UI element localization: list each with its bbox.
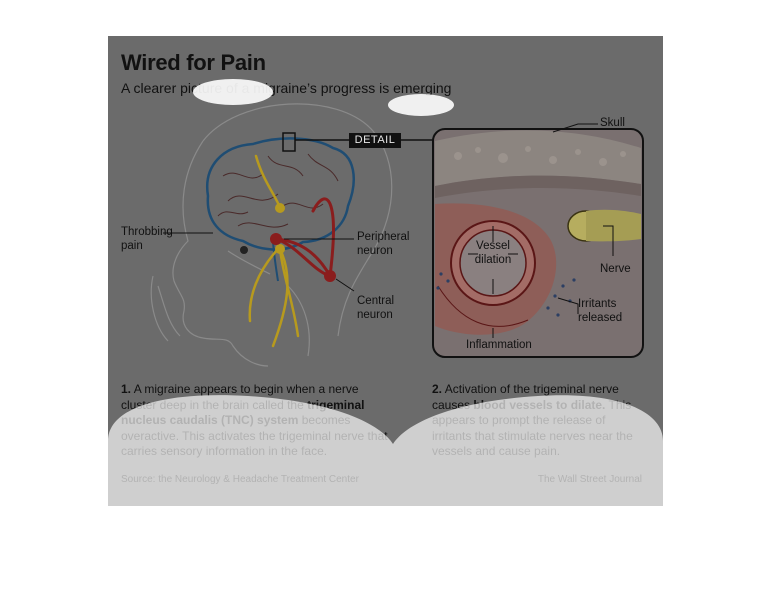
caption-step-2-number: 2. <box>432 382 443 396</box>
head-sketch <box>150 103 393 367</box>
caption-step-1-number: 1. <box>121 382 132 396</box>
label-skull: Skull <box>600 117 625 129</box>
detail-panel <box>432 128 644 358</box>
detail-badge: DETAIL <box>349 133 401 148</box>
caption-step-2-bold: blood vessels to dilate. <box>473 397 606 412</box>
brainstem <box>272 240 279 282</box>
detail-marker-box <box>282 132 296 152</box>
publisher-credit: The Wall Street Journal <box>537 474 642 485</box>
infographic: Wired for Pain A clearer picture of a mi… <box>108 36 663 506</box>
yellow-nerve-node <box>275 244 285 254</box>
source-credit: Source: the Neurology & Headache Treatme… <box>121 474 359 485</box>
label-inflammation: Inflammation <box>466 339 532 351</box>
skull-layer <box>435 130 641 186</box>
yellow-nerve-node <box>275 203 285 213</box>
inflammation-line <box>437 285 529 327</box>
caption-step-1: 1. A migraine appears to begin when a ne… <box>121 382 389 460</box>
infographic-title: Wired for Pain <box>121 50 266 75</box>
peripheral-neuron-dot <box>270 233 282 245</box>
brain-outline <box>205 137 355 251</box>
caption-step-2: 2. Activation of the trigeminal nerve ca… <box>432 382 647 460</box>
brain-illustration <box>205 137 355 282</box>
central-neuron-dot <box>324 270 336 282</box>
label-nerve: Nerve <box>600 263 631 275</box>
pain-point-dot <box>240 246 248 254</box>
leader-lines <box>163 232 355 292</box>
